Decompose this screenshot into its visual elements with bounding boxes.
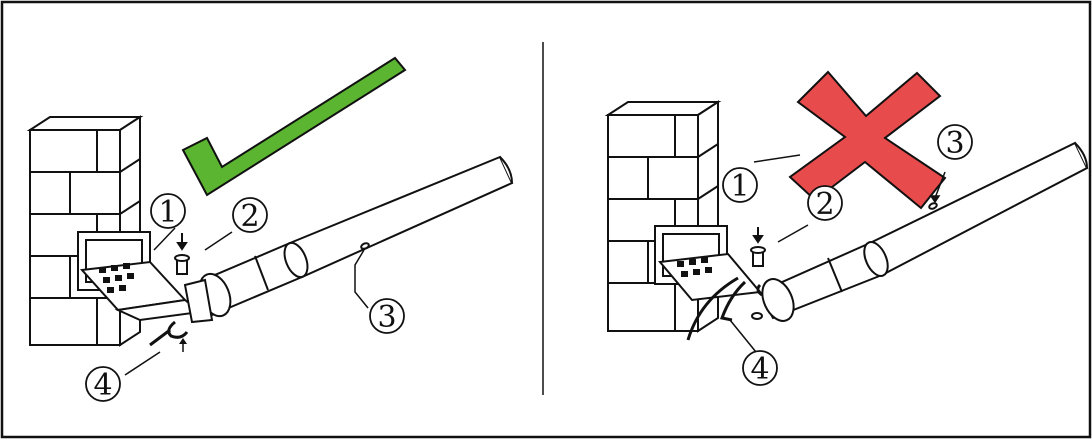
callout-3-label: 3 <box>945 126 964 161</box>
callout-2-label: 2 <box>815 187 834 222</box>
mounting-bracket <box>654 225 762 302</box>
callout-3-label: 3 <box>377 300 396 335</box>
callout-2: 2 <box>232 197 268 234</box>
callout-2: 2 <box>807 185 843 222</box>
retaining-clip <box>149 320 189 352</box>
callout-4: 4 <box>742 350 778 387</box>
panel-incorrect: 1 2 3 4 <box>604 70 1089 387</box>
mounting-pin <box>174 233 190 275</box>
retaining-clip <box>686 276 763 341</box>
callout-4-label: 4 <box>750 352 769 387</box>
callout-3: 3 <box>937 124 973 161</box>
callout-4-label: 4 <box>93 368 112 403</box>
actuator-arm <box>183 155 514 324</box>
cross-mark-icon <box>788 70 947 210</box>
mounting-bracket <box>77 231 203 322</box>
callout-1: 1 <box>150 193 186 230</box>
actuator-arm <box>751 141 1089 322</box>
callout-4: 4 <box>85 366 121 403</box>
check-mark-icon <box>181 56 407 197</box>
mounting-pin <box>750 227 766 267</box>
callout-1: 1 <box>722 167 758 204</box>
callout-1-label: 1 <box>730 169 749 204</box>
panel-correct: 1 2 3 4 <box>26 56 514 403</box>
leader-lines <box>729 154 946 353</box>
callout-2-label: 2 <box>240 199 259 234</box>
leader-lines <box>124 227 369 376</box>
callout-1-label: 1 <box>158 195 177 230</box>
callout-3: 3 <box>369 298 405 335</box>
